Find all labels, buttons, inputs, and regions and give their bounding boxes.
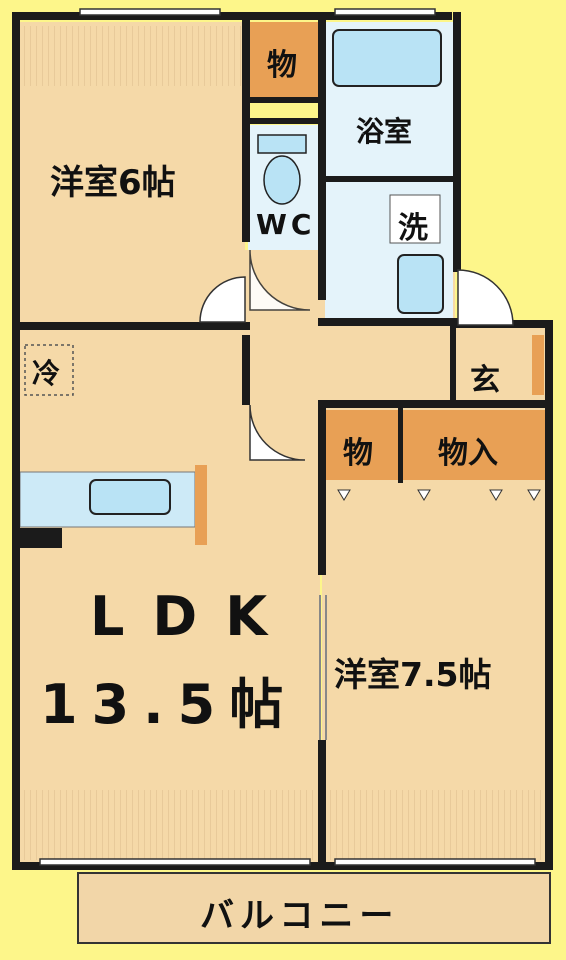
balcony-floor <box>77 872 551 944</box>
counter-end <box>195 465 207 545</box>
ldk-name-label: LDK <box>90 585 296 648</box>
western-room-7-floor <box>322 405 550 865</box>
storage-1-area <box>250 22 320 97</box>
wc-label: WC <box>256 208 316 241</box>
storage-1-label: 物 <box>267 48 297 83</box>
door-swing-entrance <box>457 269 514 326</box>
entrance-floor <box>455 325 545 400</box>
washbasin-icon <box>397 254 444 314</box>
ldk-floor <box>20 330 320 865</box>
washroom-label: 洗 <box>398 211 428 246</box>
closet-area <box>402 410 545 480</box>
bathroom-label: 浴室 <box>356 115 413 148</box>
door-swing-ldk <box>249 404 306 461</box>
windows <box>39 8 536 866</box>
entrance-shelf <box>532 335 544 395</box>
sink-icon <box>89 479 171 515</box>
balcony-label: バルコニー <box>200 896 400 936</box>
storage-2-label: 物 <box>343 436 373 471</box>
aircon-label: 冷 <box>32 357 61 390</box>
door-swing-room6 <box>199 276 246 323</box>
door-swing-wc <box>249 249 311 311</box>
toilet-tank-icon <box>257 134 307 154</box>
western-room-7-label: 洋室7.5帖 <box>334 655 492 694</box>
storage-2-area <box>326 410 398 480</box>
closet-label: 物入 <box>438 436 498 471</box>
washer-spot <box>389 194 441 244</box>
bathtub-icon <box>332 29 442 87</box>
ldk-size-label: 13.5帖 <box>40 673 298 736</box>
western-room-6-label: 洋室6帖 <box>50 163 176 203</box>
toilet-bowl-icon <box>263 155 301 205</box>
aircon-box <box>24 344 74 396</box>
walls <box>12 12 553 870</box>
closet-door-marks <box>337 489 541 501</box>
entrance-label: 玄 <box>470 363 500 398</box>
